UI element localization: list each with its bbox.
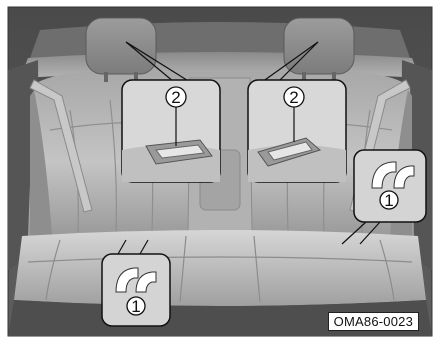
left-headrest <box>86 18 156 74</box>
right-isofix-inset: 1 <box>354 150 426 222</box>
callout-label: 2 <box>289 88 298 107</box>
callout-label: 1 <box>131 297 140 316</box>
figure-code-label: OMA86-0023 <box>328 312 419 331</box>
seat-cushion <box>14 230 426 306</box>
left-isofix-inset: 1 <box>102 254 170 326</box>
right-tether-inset: 2 <box>248 80 346 182</box>
callout-label: 1 <box>384 191 393 210</box>
left-tether-inset: 2 <box>122 80 220 182</box>
callout-label: 2 <box>171 88 180 107</box>
